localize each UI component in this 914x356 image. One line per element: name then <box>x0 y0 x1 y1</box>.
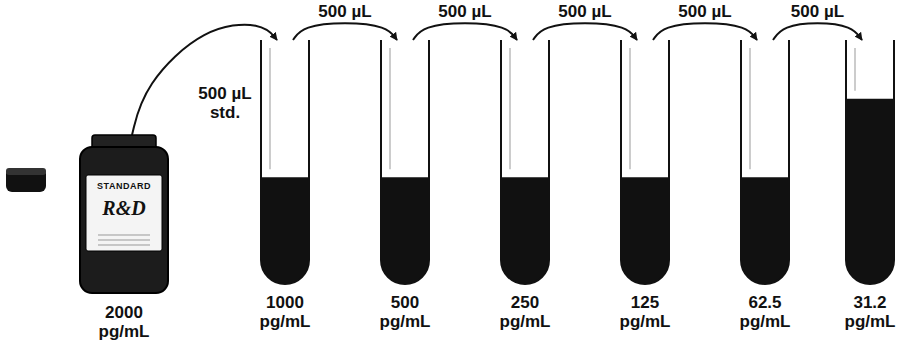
dilution-tube: 62.5 pg/mL <box>740 40 790 285</box>
volume-label: 500 µL <box>316 2 373 21</box>
dilution-tube: 31.2 pg/mL <box>845 40 895 285</box>
concentration-label: 125 pg/mL <box>613 293 677 331</box>
transfer-arrow <box>413 23 517 40</box>
tube-wall <box>501 40 549 284</box>
cap-body <box>6 168 46 192</box>
transfer-arrow <box>533 23 637 40</box>
tube-wall <box>261 40 309 284</box>
tube-wall <box>846 40 894 284</box>
transfer-arrow <box>132 25 277 135</box>
cap-rim <box>6 168 46 175</box>
glass-highlight <box>509 48 511 169</box>
liquid <box>381 177 429 284</box>
concentration-label: 62.5 pg/mL <box>733 293 797 331</box>
volume-label: 500 µL <box>676 2 733 21</box>
tube-outline <box>620 40 670 285</box>
tube-outline <box>500 40 550 285</box>
transfer-arrow <box>293 23 397 40</box>
bottle-body <box>80 147 168 293</box>
brand-logo: R&D <box>78 197 170 220</box>
transfer-arrow <box>653 23 757 40</box>
tube-wall <box>621 40 669 284</box>
label-fineprint <box>98 235 150 236</box>
label-fineprint <box>98 245 150 246</box>
glass-highlight <box>389 48 391 169</box>
volume-label: 500 µL std. <box>192 84 258 122</box>
concentration-label: 1000 pg/mL <box>253 293 317 331</box>
concentration-label: 250 pg/mL <box>493 293 557 331</box>
glass-highlight <box>854 48 856 91</box>
liquid <box>846 99 894 284</box>
glass-highlight <box>629 48 631 169</box>
label-fineprint <box>98 240 150 241</box>
concentration-label: 31.2 pg/mL <box>838 293 902 331</box>
volume-label: 500 µL <box>789 2 846 21</box>
concentration-label: 500 pg/mL <box>373 293 437 331</box>
liquid <box>741 177 789 284</box>
dilution-tube: 500 pg/mL <box>380 40 430 285</box>
tube-wall <box>741 40 789 284</box>
standard-bottle: STANDARDR&D2000 pg/mL <box>78 135 170 295</box>
glass-highlight <box>269 48 271 169</box>
bottle-cap <box>6 168 46 192</box>
tube-outline <box>380 40 430 285</box>
liquid <box>501 177 549 284</box>
tube-outline <box>845 40 895 285</box>
volume-label: 500 µL <box>556 2 613 21</box>
tube-wall <box>381 40 429 284</box>
glass-highlight <box>749 48 751 169</box>
transfer-arrow <box>773 23 862 40</box>
tube-outline <box>740 40 790 285</box>
volume-label: 500 µL <box>436 2 493 21</box>
bottle-label-text: STANDARD <box>78 181 170 191</box>
concentration-label: 2000 pg/mL <box>92 303 156 341</box>
dilution-tube: 125 pg/mL <box>620 40 670 285</box>
tube-outline <box>260 40 310 285</box>
liquid <box>621 177 669 284</box>
liquid <box>261 177 309 284</box>
dilution-tube: 250 pg/mL <box>500 40 550 285</box>
dilution-tube: 1000 pg/mL <box>260 40 310 285</box>
